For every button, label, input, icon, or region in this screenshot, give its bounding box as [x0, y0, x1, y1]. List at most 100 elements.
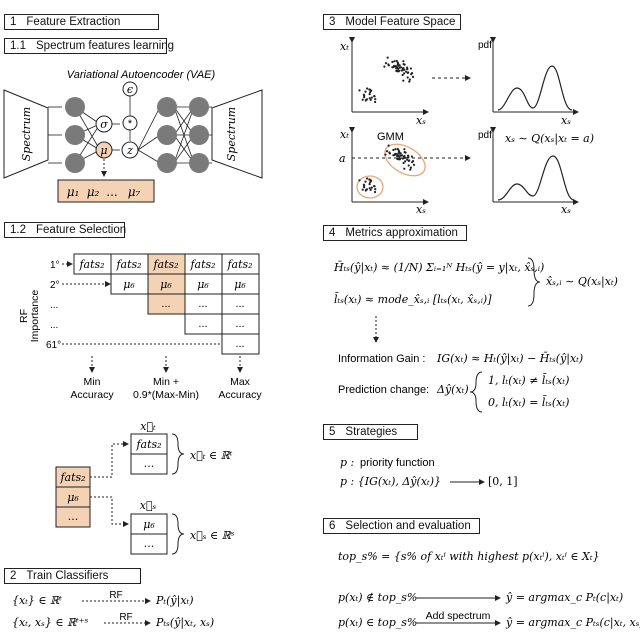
top-pdf-xs-label: xₛ — [561, 114, 571, 127]
scatter-point — [406, 158, 409, 161]
scatter-point — [362, 183, 365, 186]
scatter-point — [402, 161, 405, 165]
scatter-point — [385, 150, 389, 153]
scatter-point — [403, 68, 406, 71]
scatter-point — [409, 166, 412, 169]
xs-vector-top: x⃗ₛ — [140, 499, 157, 512]
scatter-point — [362, 93, 365, 96]
scatter-cluster-top-left — [358, 87, 377, 104]
mid-label-2: 0.9*(Max-Min) — [133, 389, 199, 401]
scatter-point — [374, 98, 377, 101]
scatter-point — [402, 79, 405, 82]
scatter-point — [408, 80, 411, 83]
scatter-point — [373, 95, 376, 98]
xt-brace — [171, 433, 185, 475]
scatter-point — [368, 183, 371, 186]
importance-grid — [73, 253, 260, 355]
scatter-point — [407, 164, 410, 167]
scatter-point — [396, 147, 399, 151]
scatter-point — [384, 153, 387, 156]
latent-mu7: μ₇ — [128, 185, 141, 199]
scatter-point — [396, 61, 399, 64]
scatter-point — [404, 151, 407, 154]
mu-node — [95, 141, 113, 159]
scatter-point — [403, 63, 406, 66]
scatter-point — [392, 148, 395, 152]
top-xt-axis-label: xₜ — [340, 40, 349, 53]
scatter-point — [361, 188, 364, 191]
gmm-ellipse-left — [356, 175, 384, 199]
scatter-point — [412, 163, 416, 166]
encoder-trapezoid — [3, 89, 49, 179]
scatter-point — [369, 91, 372, 94]
z-label: z — [126, 144, 133, 157]
scatter-point — [397, 151, 400, 154]
grid-labels: fats₂ fats₂ fats₂ fats₂ fats₂ μ₆ μ₆ μ₆ μ… — [78, 258, 252, 350]
cell-4-4: ... — [198, 318, 207, 330]
scatter-point — [358, 89, 361, 92]
scatter-point — [374, 188, 377, 191]
xt-vector-top: x⃗ₜ — [140, 420, 156, 433]
scatter-cluster-top-right — [383, 56, 415, 83]
cell-2-4: μ₆ — [197, 278, 209, 291]
importance-label: Importance — [29, 290, 41, 343]
scatter-point — [410, 155, 413, 158]
xs-brace — [171, 513, 185, 555]
scatter-point — [370, 186, 373, 189]
scatter-point — [391, 60, 394, 64]
vae-hidden-nodes — [65, 97, 209, 173]
epsilon-label: ϵ — [127, 83, 133, 96]
rank-1: 1° — [50, 260, 60, 271]
sel-row2-left: p(xₜ) ∈ top_s% — [338, 616, 417, 629]
rank-3: ... — [50, 300, 58, 311]
ig-formula: IG(xₜ) ≈ Hₜ(ŷ|xₜ) − H̄ₜₛ(ŷ|xₜ) — [436, 352, 583, 366]
top-pdf-curve — [497, 65, 573, 111]
scatter-point — [405, 70, 408, 73]
scatter-point — [364, 180, 367, 183]
scatter-point — [409, 168, 412, 171]
scatter-axes-top — [349, 37, 429, 115]
sel-row1-right: ŷ = argmax_c Pₜ(c|xₜ) — [505, 591, 623, 605]
cell-1-3: fats₂ — [152, 258, 178, 271]
to-xt-arrow — [90, 441, 129, 478]
scatter-point — [408, 78, 411, 81]
scatter-point — [406, 66, 409, 69]
train-row1-rf: RF — [109, 590, 122, 601]
rf-label: RF — [18, 309, 30, 323]
metrics-brace — [527, 257, 541, 307]
a-label: a — [339, 152, 346, 165]
product-node — [122, 115, 138, 131]
output-spectrum-label: Spectrum — [225, 107, 238, 161]
vae-title: Variational Autoencoder (VAE) — [67, 69, 216, 81]
scatter-point — [386, 56, 389, 59]
sigma-node — [95, 115, 113, 133]
scatter-point — [393, 153, 396, 157]
min-label-1: Min — [84, 376, 101, 388]
mid-label-1: Min + — [153, 376, 179, 388]
train-row2-rf: RF — [119, 612, 132, 623]
xt-set-label: x⃗ₜ ∈ ℝᵗ — [190, 449, 233, 462]
scatter-point — [400, 69, 403, 72]
cell-1-5: fats₂ — [226, 258, 252, 271]
train-row2-right: Pₜₛ(ŷ|xₜ, xₛ) — [155, 616, 214, 630]
scatter-point — [387, 64, 390, 67]
scatter-point — [403, 148, 406, 151]
scatter-point — [409, 67, 412, 70]
train-row1-right: Pₜ(ŷ|xₜ) — [155, 594, 194, 608]
min-label-2: Accuracy — [70, 389, 114, 401]
p-range: [0, 1] — [488, 475, 518, 488]
scatter-point — [402, 155, 406, 158]
bottom-xt-axis-label: xₜ — [340, 128, 349, 141]
pc-case-0: 0, lₜ(xₜ) = l̄ₜₛ(xₜ) — [488, 396, 569, 409]
p-mapping: p : {IG(xₜ), Δŷ(xₜ)} — [340, 475, 441, 488]
epsilon-node — [122, 81, 138, 97]
scatter-point — [401, 157, 404, 160]
scatter-point — [397, 149, 400, 152]
scatter-point — [410, 72, 414, 75]
scatter-point — [392, 65, 395, 69]
scatter-point — [393, 60, 396, 63]
